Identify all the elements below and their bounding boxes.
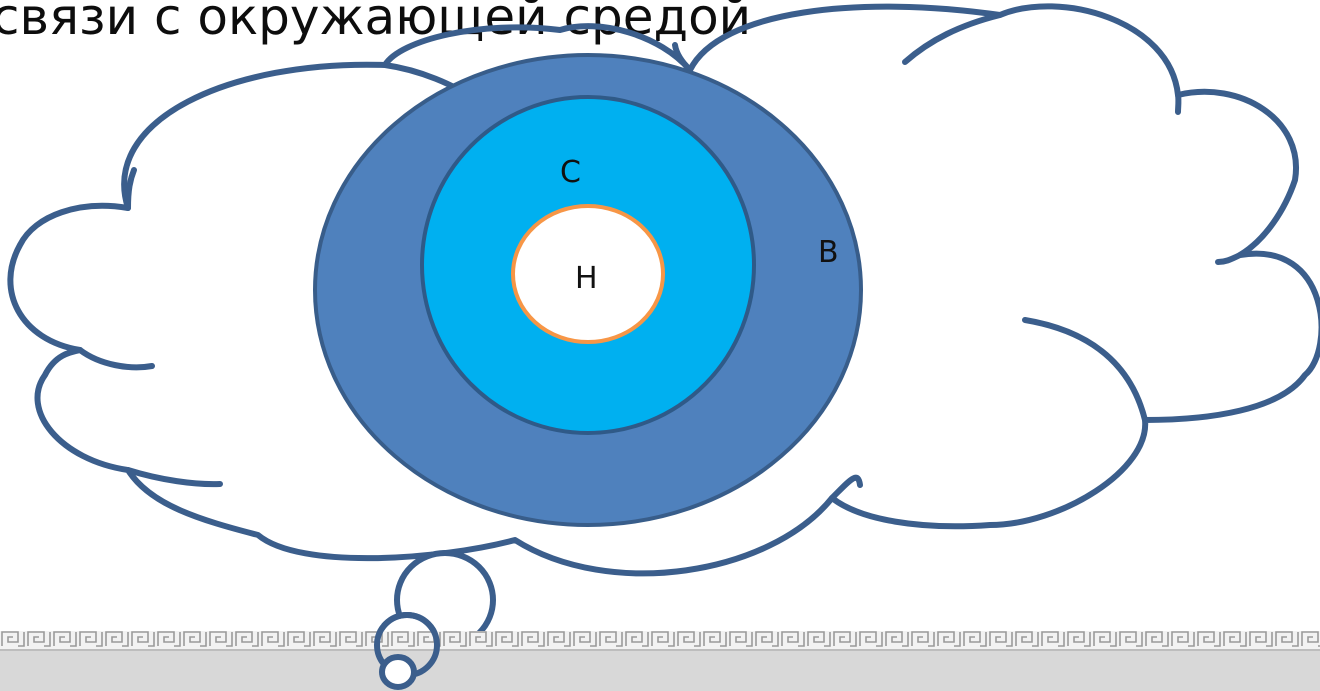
- thought-bubbles-overlay: [374, 612, 440, 690]
- footer-line: [0, 649, 1320, 651]
- cloud-fold-6: [902, 12, 1003, 65]
- cloud-fold-5: [672, 42, 693, 73]
- cloud-fold-9: [1022, 317, 1148, 423]
- thought-bubble-small-overlay: [379, 654, 417, 690]
- slide-title: связи с окружающей средой: [0, 0, 751, 46]
- cloud-fold-3: [125, 467, 223, 488]
- nested-circles: [313, 53, 863, 527]
- cloud-fold-8: [1215, 252, 1243, 265]
- label-outer-ring: В: [818, 235, 839, 270]
- cloud-outline: [7, 3, 1320, 577]
- cloud-fold-10: [829, 474, 863, 501]
- label-inner-core: Н: [575, 261, 598, 296]
- label-middle-ring: С: [560, 155, 581, 190]
- thought-cloud: [7, 3, 1320, 577]
- footer-border: [0, 631, 1320, 691]
- inner-core: [511, 204, 665, 344]
- footer-pattern-band: [0, 631, 1320, 649]
- footer-base-band: [0, 649, 1320, 691]
- cloud-fold-2: [77, 347, 155, 371]
- cloud-fold-1: [125, 167, 137, 211]
